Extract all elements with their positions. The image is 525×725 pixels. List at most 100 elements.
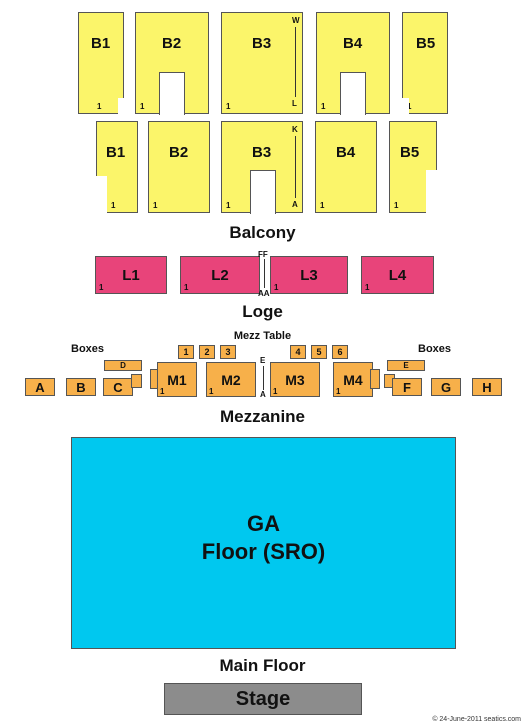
box-c-tab <box>131 374 142 388</box>
section-label: L3 <box>300 266 318 284</box>
balcony-notch <box>401 98 409 116</box>
box-b[interactable]: B <box>66 378 96 396</box>
balcony-notch <box>95 176 107 214</box>
mezz-table-2[interactable]: 2 <box>199 345 215 359</box>
bottom-row-label: L <box>292 99 297 108</box>
mezz-m1[interactable]: M1 1 <box>157 362 197 397</box>
row-label: 1 <box>226 201 231 210</box>
loge-l3[interactable]: L3 1 <box>270 256 348 294</box>
balcony-notch <box>159 72 185 115</box>
balcony-notch <box>426 170 438 214</box>
ga-floor-section[interactable]: GA Floor (SRO) <box>71 437 456 649</box>
mezz-table-1[interactable]: 1 <box>178 345 194 359</box>
loge-l1[interactable]: L1 1 <box>95 256 167 294</box>
row-label: 1 <box>273 387 278 396</box>
table-label: 1 <box>183 347 189 357</box>
mezz-m3[interactable]: M3 1 <box>270 362 320 397</box>
section-label: B4 <box>343 35 363 52</box>
box-h[interactable]: H <box>472 378 502 396</box>
section-label: B3 <box>252 35 272 52</box>
mezz-table-4[interactable]: 4 <box>290 345 306 359</box>
loge-l2[interactable]: L2 1 <box>180 256 260 294</box>
table-label: 3 <box>225 347 231 357</box>
balcony-notch <box>250 170 276 214</box>
section-label: B3 <box>252 144 272 161</box>
main-floor-title: Main Floor <box>219 656 306 675</box>
table-label: 5 <box>316 347 322 357</box>
section-label: M4 <box>343 371 363 388</box>
row-label: 1 <box>336 387 341 396</box>
section-label: B5 <box>416 35 436 52</box>
floor-label-line1: GA <box>247 511 280 536</box>
balcony-upper-b5[interactable]: B5 1 <box>402 12 448 114</box>
section-label: L4 <box>388 266 407 284</box>
box-label: A <box>35 379 45 395</box>
section-label: M3 <box>285 371 305 388</box>
balcony-upper-b1[interactable]: B1 1 <box>78 12 124 114</box>
box-label: G <box>440 379 452 395</box>
row-label: 1 <box>365 283 370 292</box>
box-label: D <box>120 361 126 370</box>
floor-label-line2: Floor (SRO) <box>201 539 326 564</box>
box-d[interactable]: D <box>104 360 142 371</box>
row-label: 1 <box>321 102 326 111</box>
row-label: 1 <box>394 201 399 210</box>
section-label: B1 <box>91 35 111 52</box>
mezz-m2[interactable]: M2 1 <box>206 362 256 397</box>
bottom-row-label: A <box>292 200 298 209</box>
row-label: 1 <box>97 102 102 111</box>
loge-title: Loge <box>242 302 283 321</box>
row-label: 1 <box>160 387 165 396</box>
box-f[interactable]: F <box>392 378 422 396</box>
row-label: 1 <box>99 283 104 292</box>
box-g[interactable]: G <box>431 378 461 396</box>
mezz-table-5[interactable]: 5 <box>311 345 327 359</box>
row-label: 1 <box>153 201 158 210</box>
mezz-m4[interactable]: M4 1 <box>333 362 373 397</box>
balcony-notch <box>340 72 366 115</box>
box-label: H <box>482 379 492 395</box>
table-label: 2 <box>204 347 210 357</box>
box-c[interactable]: C <box>103 378 133 396</box>
top-row-label: W <box>292 16 300 25</box>
box-label: C <box>113 379 123 395</box>
copyright-text: © 24-June-2011 seatics.com <box>432 716 521 723</box>
balcony-title: Balcony <box>229 223 296 242</box>
section-label: L1 <box>122 266 140 284</box>
boxes-right-title: Boxes <box>418 343 452 355</box>
section-label: B1 <box>106 144 126 161</box>
table-label: 4 <box>295 347 301 357</box>
row-label: 1 <box>111 201 116 210</box>
row-label: 1 <box>184 283 189 292</box>
section-label: M2 <box>221 371 241 388</box>
balcony-lower-b4[interactable]: B4 1 <box>315 121 377 213</box>
section-label: B5 <box>400 144 420 161</box>
boxes-left-title: Boxes <box>71 343 105 355</box>
loge-top-row-label: FF <box>258 250 268 259</box>
section-label: L2 <box>211 266 229 284</box>
loge-l4[interactable]: L4 1 <box>361 256 434 294</box>
stage: Stage <box>164 683 362 715</box>
mezzanine-title: Mezzanine <box>219 407 306 426</box>
loge-bottom-row-label: AA <box>258 289 270 298</box>
row-label: 1 <box>407 102 412 111</box>
row-label: 1 <box>226 102 231 111</box>
mezz-m4-tab <box>370 369 380 389</box>
box-label: E <box>403 361 409 370</box>
section-label: B2 <box>162 35 182 52</box>
mezz-table-3[interactable]: 3 <box>220 345 236 359</box>
mezz-top-row-label: E <box>260 356 266 365</box>
box-a[interactable]: A <box>25 378 55 396</box>
mezz-table-6[interactable]: 6 <box>332 345 348 359</box>
mezz-table-title: Mezz Table <box>233 330 292 342</box>
section-label: B2 <box>169 144 189 161</box>
row-label: 1 <box>320 201 325 210</box>
balcony-lower-b2[interactable]: B2 1 <box>148 121 210 213</box>
box-e[interactable]: E <box>387 360 425 371</box>
mezz-bottom-row-label: A <box>260 390 266 399</box>
balcony-notch <box>118 98 126 116</box>
section-label: B4 <box>336 144 356 161</box>
balcony-upper-b3[interactable]: B3 1 W L <box>221 12 303 114</box>
row-divider <box>295 27 296 97</box>
box-label: B <box>76 379 86 395</box>
